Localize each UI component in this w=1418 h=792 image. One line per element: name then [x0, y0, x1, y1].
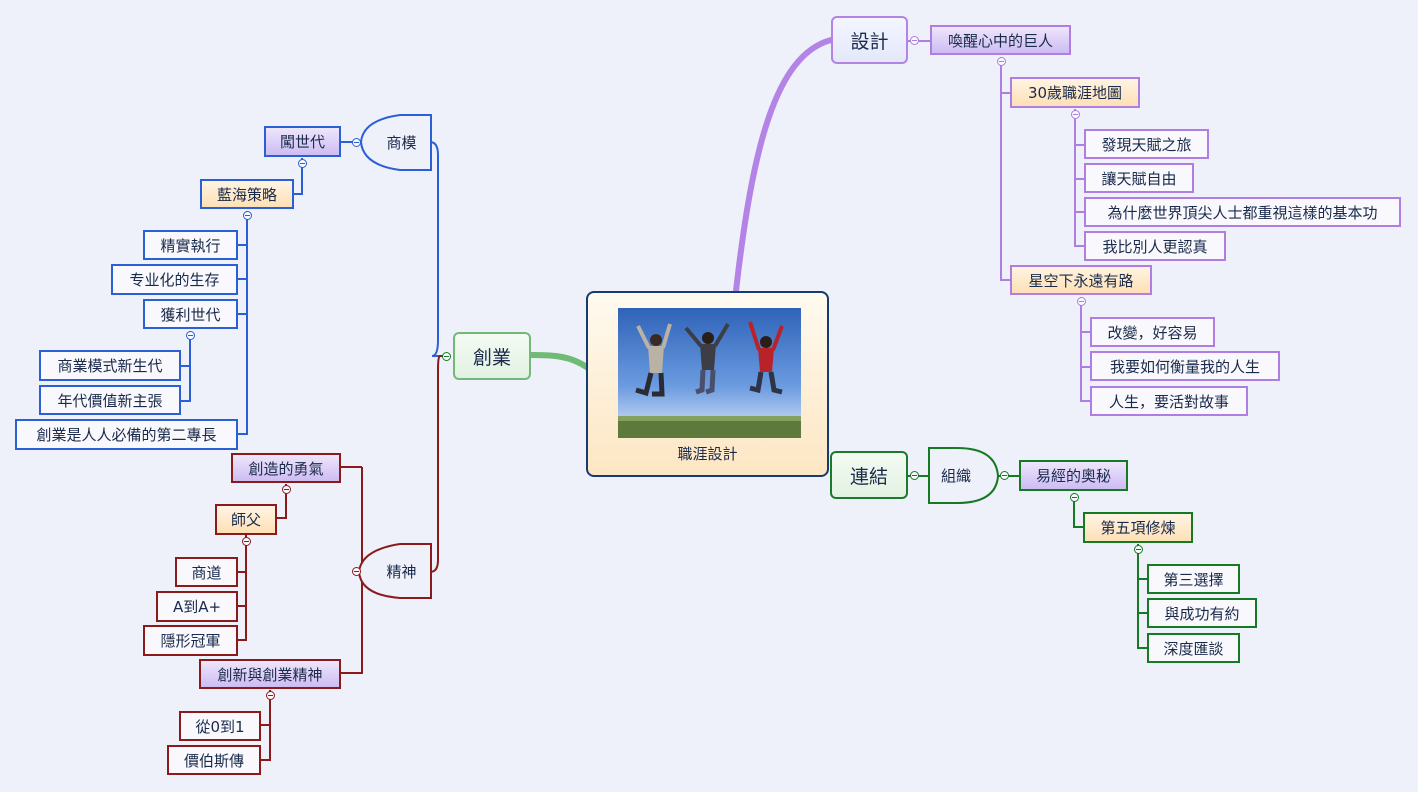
leaf-item[interactable]: 年代價值新主張: [39, 385, 181, 415]
topic-design[interactable]: 設計: [831, 16, 908, 64]
collapse-toggle[interactable]: [352, 567, 361, 576]
collapse-toggle[interactable]: [910, 36, 919, 45]
person-left: [635, 323, 672, 397]
biz-shape: [359, 114, 432, 171]
topic-blue-ocean[interactable]: 藍海策略: [200, 179, 294, 209]
person-middle: [684, 322, 730, 395]
leaf-item[interactable]: 我要如何衡量我的人生: [1090, 351, 1280, 381]
topic-courage-to-create[interactable]: 創造的勇氣: [231, 453, 341, 483]
leaf-item[interactable]: 為什麼世界頂尖人士都重視這樣的基本功: [1084, 197, 1401, 227]
leaf-item[interactable]: 從0到1: [179, 711, 261, 741]
topic-spirit[interactable]: 精神: [386, 562, 417, 581]
collapse-toggle[interactable]: [1134, 545, 1143, 554]
topic-startup[interactable]: 創業: [453, 332, 531, 380]
collapse-toggle[interactable]: [186, 331, 195, 340]
leaf-item[interactable]: A到A+: [156, 591, 238, 622]
leaf-item[interactable]: 創業是人人必備的第二專長: [15, 419, 238, 450]
collapse-toggle[interactable]: [997, 57, 1006, 66]
collapse-toggle[interactable]: [266, 691, 275, 700]
leaf-item[interactable]: 改變，好容易: [1090, 317, 1215, 347]
topic-fifth-discipline[interactable]: 第五項修煉: [1083, 512, 1193, 543]
topic-organization[interactable]: 組織: [940, 467, 971, 485]
leaf-item[interactable]: 我比別人更認真: [1084, 231, 1226, 261]
org-shape: [928, 447, 1000, 504]
central-topic[interactable]: 職涯設計: [586, 291, 829, 477]
collapse-toggle[interactable]: [1000, 471, 1009, 480]
collapse-toggle[interactable]: [298, 159, 307, 168]
leaf-item[interactable]: 商業模式新生代: [39, 350, 181, 381]
leaf-item[interactable]: 精實執行: [143, 230, 238, 260]
collapse-toggle[interactable]: [242, 537, 251, 546]
collapse-toggle[interactable]: [1077, 297, 1086, 306]
leaf-item[interactable]: 發現天賦之旅: [1084, 129, 1209, 159]
collapse-toggle[interactable]: [1070, 493, 1079, 502]
leaf-item[interactable]: 價伯斯傳: [167, 745, 261, 775]
topic-iching[interactable]: 易經的奧秘: [1019, 460, 1128, 491]
leaf-item[interactable]: 专业化的生存: [111, 264, 238, 295]
leaf-item[interactable]: 人生，要活對故事: [1090, 386, 1248, 416]
collapse-toggle[interactable]: [1071, 110, 1080, 119]
leaf-item[interactable]: 隱形冠軍: [143, 625, 238, 656]
leaf-item[interactable]: 獲利世代: [143, 299, 238, 329]
collapse-toggle[interactable]: [442, 352, 451, 361]
leaf-item[interactable]: 讓天賦自由: [1084, 163, 1194, 193]
person-right: [748, 321, 784, 395]
central-topic-label: 職涯設計: [677, 445, 738, 463]
topic-career-map[interactable]: 30歲職涯地圖: [1010, 77, 1140, 108]
collapse-toggle[interactable]: [910, 471, 919, 480]
collapse-toggle[interactable]: [243, 211, 252, 220]
leaf-item[interactable]: 商道: [175, 557, 238, 587]
topic-mentor[interactable]: 師父: [215, 504, 277, 535]
branch-design-line: [733, 37, 834, 294]
leaf-item[interactable]: 與成功有約: [1147, 598, 1257, 628]
leaf-item[interactable]: 深度匯談: [1147, 633, 1240, 663]
leaf-item[interactable]: 第三選擇: [1147, 564, 1240, 594]
collapse-toggle[interactable]: [352, 138, 361, 147]
jumping-people-photo: [618, 308, 801, 438]
topic-connect[interactable]: 連結: [830, 451, 908, 499]
topic-starry-road[interactable]: 星空下永遠有路: [1010, 265, 1152, 295]
topic-business-model[interactable]: 商模: [386, 134, 417, 152]
collapse-toggle[interactable]: [282, 485, 291, 494]
topic-innovation-spirit[interactable]: 創新與創業精神: [199, 659, 341, 689]
branch-startup-line: [530, 352, 590, 371]
topic-venture-generation[interactable]: 闖世代: [264, 126, 341, 157]
topic-awaken-giant[interactable]: 喚醒心中的巨人: [930, 25, 1071, 55]
